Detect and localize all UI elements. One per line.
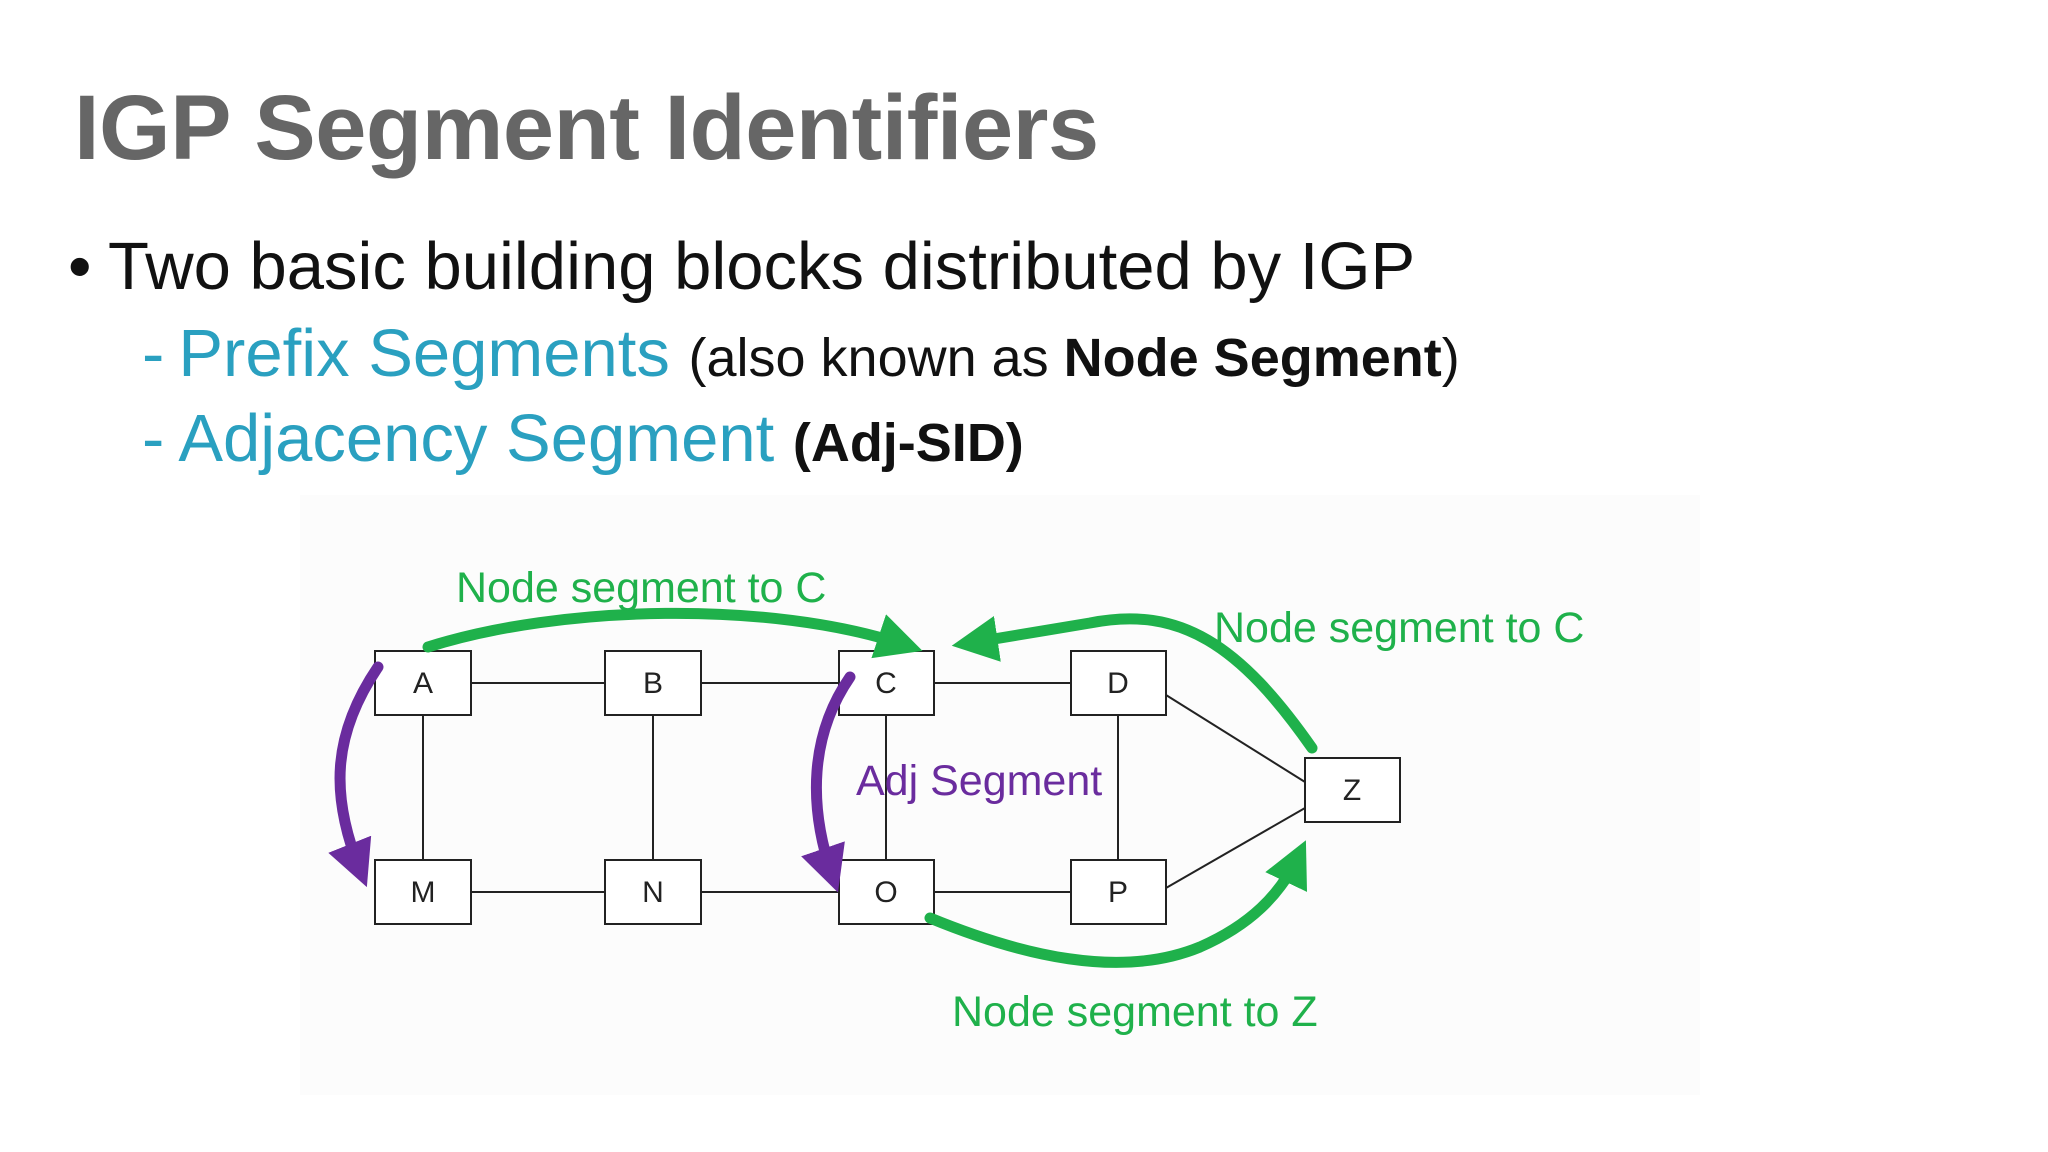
node-b: B	[604, 650, 702, 716]
node-segment-arrow-o-to-z	[924, 840, 1307, 968]
node-d-label: D	[1107, 667, 1129, 700]
sub-item-note-close: )	[1441, 328, 1460, 388]
topology-diagram: A B C D M N O P	[300, 495, 1700, 1095]
label-node-segment-to-c-top: Node segment to C	[456, 564, 826, 612]
node-d: D	[1070, 650, 1167, 716]
topology-svg: A B C D M N O P	[328, 564, 1584, 1036]
node-z: Z	[1304, 757, 1401, 823]
node-n-box	[604, 859, 702, 925]
node-z-label: Z	[1343, 774, 1361, 807]
bullet-item: •Two basic building blocks distributed b…	[68, 228, 1415, 305]
node-a-box	[374, 650, 472, 716]
node-segment-arrow-z-to-c	[951, 613, 1318, 754]
label-node-segment-to-c-right: Node segment to C	[1214, 604, 1584, 652]
sub-item-label: Adjacency Segment	[178, 401, 775, 476]
node-b-label: B	[643, 667, 663, 700]
node-a: A	[374, 650, 472, 716]
node-c-label: C	[875, 667, 897, 700]
sub-item-prefix-segments: -Prefix Segments (also known as Node Seg…	[142, 315, 1460, 392]
sub-item-note-bold: Node Segment	[1063, 328, 1442, 388]
node-o-label: O	[874, 876, 897, 909]
sub-item-note-bold: (Adj-SID)	[792, 413, 1024, 473]
node-segment-arrow-a-to-c	[422, 607, 923, 659]
node-p: P	[1070, 859, 1167, 925]
node-n: N	[604, 859, 702, 925]
links	[422, 682, 1306, 893]
slide-title: IGP Segment Identifiers	[74, 77, 1099, 179]
node-m: M	[374, 859, 472, 925]
label-node-segment-to-z: Node segment to Z	[952, 988, 1318, 1036]
label-adj-segment: Adj Segment	[856, 757, 1102, 805]
node-p-label: P	[1108, 876, 1128, 909]
bullet-dot: •	[68, 229, 92, 304]
node-a-label: A	[413, 667, 433, 700]
node-o: O	[838, 859, 935, 925]
node-n-label: N	[642, 876, 664, 909]
node-b-box	[604, 650, 702, 716]
node-d-box	[1070, 650, 1167, 716]
link-p-z	[1165, 807, 1306, 889]
node-p-box	[1070, 859, 1167, 925]
sub-item-adjacency-segment: -Adjacency Segment (Adj-SID)	[142, 400, 1024, 477]
sub-item-note-open: (also known as	[688, 328, 1064, 388]
link-d-z	[1165, 694, 1306, 783]
node-m-label: M	[411, 876, 436, 909]
node-z-box	[1304, 757, 1401, 823]
node-m-box	[374, 859, 472, 925]
sub-item-dash: -	[142, 401, 165, 476]
bullet-text: Two basic building blocks distributed by…	[108, 229, 1416, 304]
sub-item-label: Prefix Segments	[178, 316, 670, 391]
node-c: C	[838, 650, 935, 716]
sub-item-dash: -	[142, 316, 165, 391]
adj-segment-arrow-c-to-o	[801, 671, 856, 893]
adj-segment-arrow-a-to-m	[328, 661, 384, 888]
